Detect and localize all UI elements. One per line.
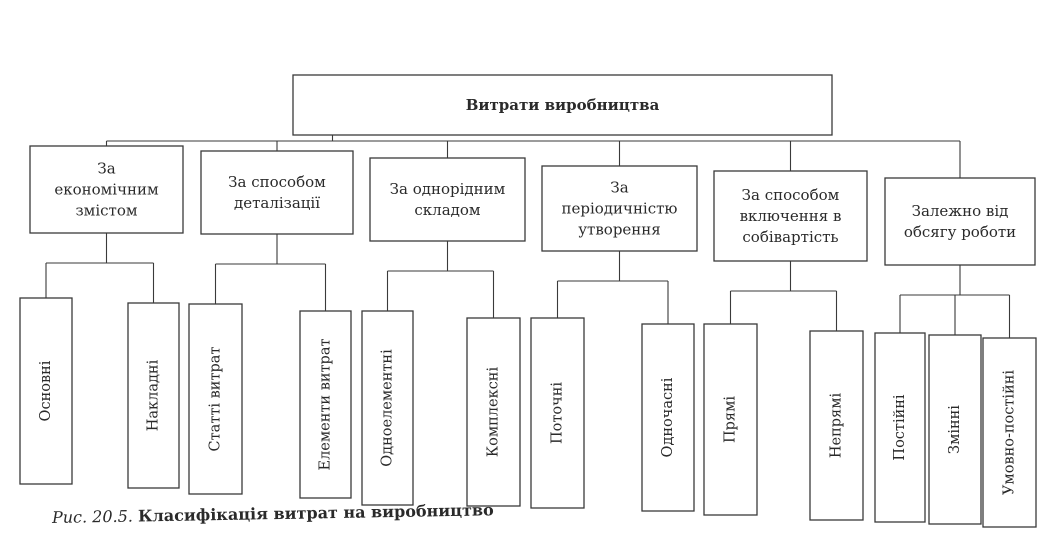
leaf-box [641,323,695,512]
leaf-box [361,310,414,506]
leaf-label: Прямі [723,396,739,443]
category-label-line: включення в [740,207,842,225]
leaf-label: Постійні [892,394,908,460]
leaf-label: Одночасні [660,377,676,457]
leaf-box [530,317,585,509]
category-box [29,145,184,234]
leaf-box [19,297,73,485]
leaf-box [188,303,243,495]
leaf-label: Змінні [947,405,963,454]
category-box [884,177,1036,266]
leaf-label: Умовно-постійні [1002,370,1018,495]
category-label-line: економічним [54,181,159,199]
leaf-box [299,310,352,499]
category-label-line: собівартість [742,228,838,246]
leaf-label: Поточні [550,382,566,444]
category-box [541,165,698,252]
leaf-box [928,334,982,525]
root-label: Витрати виробництва [466,96,660,114]
leaf-box [703,323,758,516]
category-label-line: За способом [228,173,326,191]
category-label-line: Залежно від [912,202,1009,220]
leaf-label: Накладні [146,359,162,431]
category-label-line: За [610,179,628,197]
category-label-line: утворення [578,221,661,239]
category-label-line: змістом [75,202,137,220]
leaf-label: Елементи витрат [318,339,334,471]
leaf-box [127,302,180,489]
leaf-label: Непрямі [829,393,845,459]
figure-label: Рис. 20.5. [51,506,134,527]
category-label-line: За способом [742,186,840,204]
leaf-box [466,317,521,507]
category-label-line: обсягу роботи [904,223,1016,241]
category-box [713,170,868,262]
category-label-line: За однорідним [390,180,506,198]
leaf-label: Основні [38,360,54,421]
category-label-line: періодичністю [561,200,677,218]
root-box [292,74,833,136]
leaf-label: Одноелементні [380,349,396,467]
leaf-box [874,332,926,523]
leaf-label: Комплексні [486,367,502,458]
category-box [200,150,354,235]
leaf-label: Статті витрат [208,347,224,452]
category-label-line: деталізації [234,194,320,212]
category-box [369,157,526,242]
leaf-box [809,330,864,521]
leaf-box [982,337,1037,528]
category-label-line: складом [414,201,481,219]
category-label-line: За [97,160,115,178]
